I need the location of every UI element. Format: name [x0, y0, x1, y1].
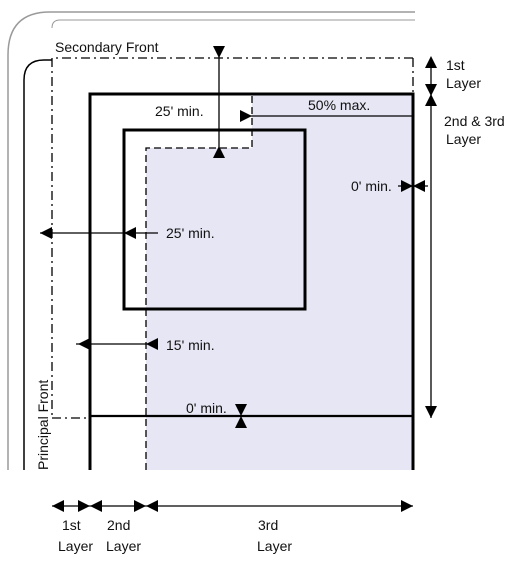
arrow-0-right-b: [413, 180, 425, 192]
lot-line: [51, 57, 413, 418]
layer-boundary: [88, 92, 415, 470]
arrow-50-max: [240, 110, 252, 122]
arrow-15-a: [78, 338, 90, 350]
label-right-2nd3rd-layer: Layer: [446, 131, 481, 147]
arrow-right-2nd3rd-b: [425, 406, 437, 418]
arrow-15-b: [146, 338, 158, 350]
label-0-min-bottom: 0' min.: [186, 400, 227, 416]
label-principal-front: Principal Front: [35, 380, 51, 470]
label-right-1st: 1st: [446, 57, 465, 73]
label-25-min-top: 25' min.: [155, 103, 204, 119]
arrow-bottom-2nd-a: [90, 500, 102, 512]
arrow-right-2nd3rd-a: [425, 94, 437, 106]
label-0-min-right: 0' min.: [351, 178, 392, 194]
building-footprint: [122, 128, 307, 311]
label-right-1st-layer: Layer: [446, 75, 481, 91]
arrow-0-right-a: [401, 180, 413, 192]
arrow-right-1st-b: [425, 84, 437, 96]
street-edge-top-inner: [51, 19, 415, 29]
arrow-0-bottom-b: [235, 416, 247, 428]
street-edge-outer: [7, 11, 415, 470]
label-50-max: 50% max.: [308, 97, 370, 113]
label-right-2nd3rd: 2nd & 3rd: [444, 113, 505, 129]
arrow-25-left-a: [40, 227, 52, 239]
label-25-min-left: 25' min.: [166, 225, 215, 241]
arrow-bottom-2nd-b: [134, 500, 146, 512]
label-secondary-front: Secondary Front: [55, 39, 159, 55]
arrow-bottom-1st-a: [52, 500, 64, 512]
label-15-min: 15' min.: [166, 337, 215, 353]
arrow-right-1st-a: [425, 56, 437, 68]
label-bottom-1st-layer: Layer: [58, 538, 93, 554]
arrow-bottom-3rd-b: [401, 500, 413, 512]
label-bottom-3rd-layer: Layer: [257, 538, 292, 554]
arrow-25-top-a: [213, 46, 225, 58]
arrow-bottom-1st-b: [78, 500, 90, 512]
street-edge-inner: [23, 59, 52, 470]
arrow-0-bottom-a: [235, 404, 247, 416]
arrow-25-top-b: [213, 146, 225, 158]
shaded-layer-area: [146, 94, 413, 470]
label-bottom-3rd: 3rd: [258, 517, 278, 533]
label-bottom-1st: 1st: [62, 517, 81, 533]
label-bottom-2nd-layer: Layer: [106, 538, 141, 554]
arrow-bottom-3rd-a: [146, 500, 158, 512]
arrow-25-left-b: [124, 227, 136, 239]
label-bottom-2nd: 2nd: [107, 517, 130, 533]
